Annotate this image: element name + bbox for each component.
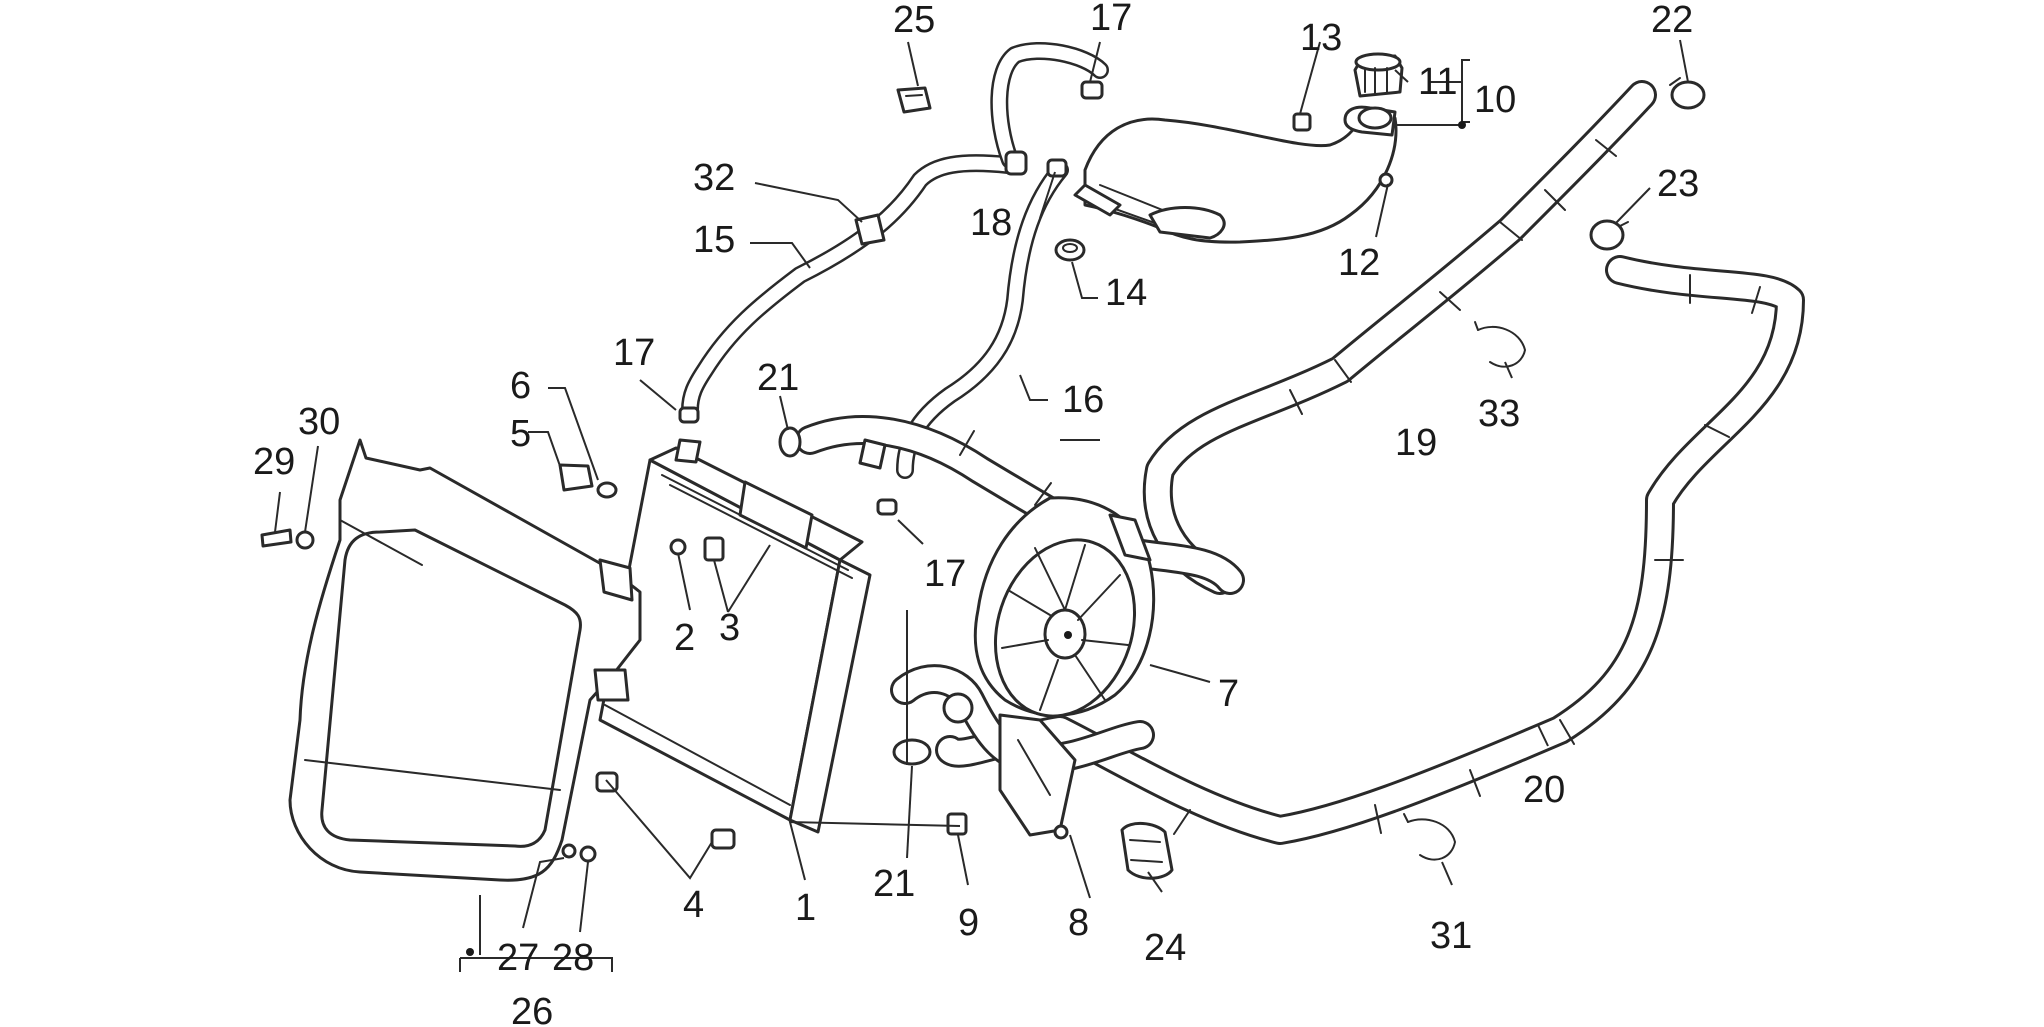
callout-3: 3: [719, 607, 740, 649]
callout-22: 22: [1651, 0, 1693, 41]
callout-17-top: 17: [1090, 0, 1132, 39]
hose-15: [681, 154, 1017, 419]
callout-13: 13: [1300, 17, 1342, 59]
screw-8: [1053, 824, 1069, 840]
callout-31: 31: [1430, 915, 1472, 957]
clamp-18: [1004, 150, 1068, 178]
callout-32: 32: [693, 157, 735, 199]
callout-10: 10: [1474, 79, 1516, 121]
callout-4: 4: [683, 884, 704, 926]
callout-14: 14: [1105, 272, 1147, 314]
callout-2: 2: [674, 617, 695, 659]
callout-23: 23: [1657, 163, 1699, 205]
callout-7: 7: [1218, 673, 1239, 715]
callout-12: 12: [1338, 242, 1380, 284]
callout-labels: 25 17 13 11 10 22 23 12 14 18 32 15 17 2…: [253, 0, 1699, 1027]
bracket-25: [896, 86, 932, 114]
thermo-switch-5: [558, 463, 594, 492]
radiator: [598, 438, 887, 834]
rubber-mounts-4: [595, 771, 736, 850]
callout-24: 24: [1144, 927, 1186, 969]
clamp-33: [1474, 321, 1526, 368]
callout-33: 33: [1478, 393, 1520, 435]
cooling-fan: [973, 496, 1156, 837]
clamp-22: [1669, 77, 1706, 110]
clip-3: [703, 536, 725, 562]
clamp-17-top: [1080, 80, 1104, 100]
callout-15: 15: [693, 219, 735, 261]
grommet-14: [1054, 238, 1086, 262]
expansion-tank: [1073, 116, 1398, 244]
clip-9: [946, 812, 968, 836]
callout-6: 6: [510, 365, 531, 407]
callout-5: 5: [510, 413, 531, 455]
callout-21-bottom: 21: [873, 863, 915, 905]
screw-2: [669, 538, 687, 556]
callout-20: 20: [1523, 769, 1565, 811]
tank-filler-neck: [1343, 105, 1397, 137]
callout-1: 1: [795, 887, 816, 929]
callout-18: 18: [970, 202, 1012, 244]
callout-16: 16: [1062, 379, 1104, 421]
clamp-17-right: [876, 498, 898, 516]
callout-19: 19: [1395, 422, 1437, 464]
filler-cap: [1353, 52, 1404, 98]
hose-17-overflow: [990, 41, 1109, 169]
callout-26: 26: [511, 991, 553, 1027]
leader-lines: [274, 39, 1689, 972]
screw-29: [260, 528, 293, 548]
callout-30: 30: [298, 401, 340, 443]
clamp-32: [854, 213, 886, 246]
clamp-21-top: [778, 426, 802, 458]
callout-17-right: 17: [924, 553, 966, 595]
callout-11: 11: [1418, 61, 1457, 103]
callout-25: 25: [893, 0, 935, 41]
nut-30: [295, 530, 315, 550]
clip-13: [1292, 112, 1312, 132]
clamp-24: [1120, 822, 1174, 880]
callout-21-top: 21: [757, 357, 799, 399]
callout-29: 29: [253, 441, 295, 483]
clamp-23: [1589, 219, 1629, 251]
callout-dots: [466, 121, 1466, 956]
nut-28: [579, 845, 597, 863]
hose-19: [1142, 80, 1657, 595]
clamp-17-left: [678, 406, 700, 424]
callout-17-left: 17: [613, 332, 655, 374]
clamp-31: [1403, 813, 1456, 861]
clamp-21-bottom: [892, 692, 974, 766]
radiator-cover: [288, 438, 642, 882]
washer-6: [596, 481, 618, 499]
callout-9: 9: [958, 902, 979, 944]
screw-12: [1378, 172, 1394, 188]
callout-27: 27: [497, 937, 539, 979]
washer-27: [561, 843, 577, 859]
hose-lower-radiator: [890, 664, 1155, 775]
callout-28: 28: [552, 937, 594, 979]
callout-8: 8: [1068, 902, 1089, 944]
